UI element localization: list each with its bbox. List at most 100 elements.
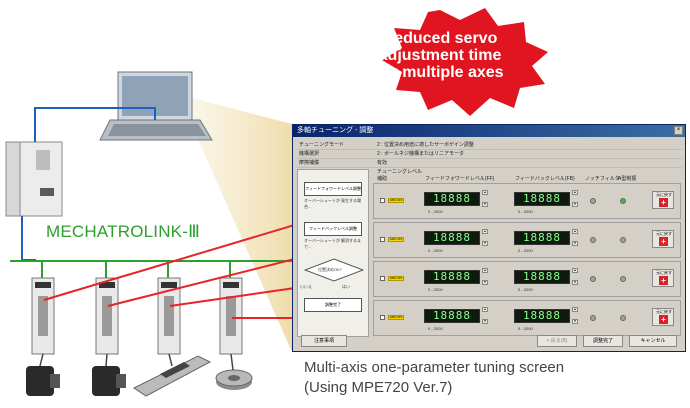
axis-4-fb-display: 18888 [514,309,570,323]
axis-2-checkbox[interactable] [380,237,385,242]
axis-3-ff-down-button[interactable]: ▼ [482,280,488,285]
screen-beam [180,95,292,352]
back-button[interactable]: < 戻る(B) [537,335,577,347]
notes-button[interactable]: 注意事項 [301,335,347,347]
axis-4-ff-up-button[interactable]: ▲ [482,307,488,312]
callout-starburst [382,8,548,116]
axis-3-ff-up-button[interactable]: ▲ [482,268,488,273]
anti-resonance-header: A型制振 [618,176,637,182]
axis-1-ff-range: 0 - 2000 [428,209,443,214]
servo-motor-2-icon [92,366,126,396]
axis-1-reset-button[interactable]: 元に戻す+ [652,191,674,209]
close-icon[interactable]: × [674,126,683,135]
callout-line-1: Reduced servo [382,30,498,47]
linear-motor-icon [133,355,212,397]
axis-2-ff-display: 18888 [424,231,480,245]
tuning-window: 多軸チューニング - 調整 × チューニングモード 2 : 位置決め用途に適したサ… [292,124,686,352]
plus-icon: + [659,315,668,324]
reset-label: 元に戻す [656,309,672,314]
axis-3-antires-lamp [620,276,626,282]
axis-2-fb-down-button[interactable]: ▼ [572,241,578,246]
info-key: 摩擦補償 [299,160,320,166]
servo-motor-1-icon [26,366,60,396]
flow-step-done: 調整完了 [304,298,362,312]
axis-2-tag: ABS OFF [388,237,404,242]
info-key: チューニングモード [299,142,345,148]
servo-amplifier-3 [157,277,181,355]
axis-4-antires-lamp [620,315,626,321]
axis-1-fb-range: 0 - 2000 [518,209,533,214]
flow-no: いいえ [300,284,312,289]
axis-4-notch-lamp [590,315,596,321]
axis-1-fb-down-button[interactable]: ▼ [572,202,578,207]
axis-3-ff-range: 0 - 2000 [428,287,443,292]
axis-2-antires-lamp [620,237,626,243]
cancel-button[interactable]: キャンセル [629,335,677,347]
axis-2-fb-range: 0 - 2000 [518,248,533,253]
axis-4-ff-display: 18888 [424,309,480,323]
info-row: 摩擦補償 有効 [297,159,682,168]
info-value: 2 : 位置決め用途に適したサーボゲイン調整 [377,142,474,148]
feedforward-header: フィードフォワードレベル(FF) [425,176,495,182]
finish-button[interactable]: 調整完了 [583,335,623,347]
flow-step-feedback: フィードバックレベル調整 [304,222,362,236]
axis-row-1: ABS OFF 18888 ▲ ▼ 0 - 2000 18888 ▲ ▼ 0 -… [373,183,681,219]
flow-note-1: オーバーシュートが 発生する場合... [304,198,361,209]
screen-caption: Multi-axis one-parameter tuning screen (… [304,358,564,398]
caption-line-2: (Using MPE720 Ver.7) [304,379,453,396]
axis-1-notch-lamp [590,198,596,204]
axis-2-ff-down-button[interactable]: ▼ [482,241,488,246]
controller-cable [21,216,36,261]
callout-line-2: adjustment time [378,47,502,64]
axis-4-ff-down-button[interactable]: ▼ [482,319,488,324]
axis-3-fb-up-button[interactable]: ▲ [572,268,578,273]
axis-row-2: ABS OFF 18888 ▲ ▼ 0 - 2000 18888 ▲ ▼ 0 -… [373,222,681,258]
callout-text: Reduced servo adjustment time for multip… [355,30,525,81]
reset-label: 元に戻す [656,231,672,236]
info-value: 有効 [377,160,388,166]
axis-4-fb-up-button[interactable]: ▲ [572,307,578,312]
axis-3-tag: ABS OFF [388,276,404,281]
axis-3-reset-button[interactable]: 元に戻す+ [652,269,674,287]
feedback-header: フィードバックレベル(FB) [515,176,575,182]
axis-4-reset-button[interactable]: 元に戻す+ [652,308,674,326]
controller-icon [5,141,63,217]
axis-1-checkbox[interactable] [380,198,385,203]
axis-3-fb-range: 0 - 2000 [518,287,533,292]
axis-1-fb-up-button[interactable]: ▲ [572,190,578,195]
axis-1-tag: ABS OFF [388,198,404,203]
axis-4-ff-range: 0 - 2000 [428,326,443,331]
axis-row-4: ABS OFF 18888 ▲ ▼ 0 - 2000 18888 ▲ ▼ 0 -… [373,300,681,336]
axis-2-ff-up-button[interactable]: ▲ [482,229,488,234]
flow-step-feedforward: フィードフォワードレベル調整 [304,182,362,196]
window-titlebar: 多軸チューニング - 調整 × [293,125,685,137]
info-key: 機構選択 [299,151,320,157]
flow-yes: はい [342,284,350,289]
enable-header: 補助 [377,176,388,182]
axis-4-checkbox[interactable] [380,315,385,320]
axis-3-fb-down-button[interactable]: ▼ [572,280,578,285]
axis-row-3: ABS OFF 18888 ▲ ▼ 0 - 2000 18888 ▲ ▼ 0 -… [373,261,681,297]
axis-1-ff-down-button[interactable]: ▼ [482,202,488,207]
direct-drive-motor-icon [215,369,253,390]
servo-amplifier-1 [31,277,55,355]
axis-4-tag: ABS OFF [388,315,404,320]
axis-1-fb-display: 18888 [514,192,570,206]
axis-2-fb-up-button[interactable]: ▲ [572,229,578,234]
axis-4-fb-down-button[interactable]: ▼ [572,319,578,324]
tuning-flowchart: フィードフォワードレベル調整 オーバーシュートが 発生する場合... フィードバ… [297,169,369,337]
axis-1-ff-up-button[interactable]: ▲ [482,190,488,195]
plus-icon: + [659,198,668,207]
servo-amplifier-2 [95,277,119,355]
axis-2-reset-button[interactable]: 元に戻す+ [652,230,674,248]
axis-3-fb-display: 18888 [514,270,570,284]
flow-decision-shape [304,258,364,282]
axis-2-ff-range: 0 - 2000 [428,248,443,253]
axis-2-notch-lamp [590,237,596,243]
callout-line-3: for multiple axes [376,64,504,81]
axis-1-ff-display: 18888 [424,192,480,206]
ethernet-cable [34,107,156,142]
axis-3-checkbox[interactable] [380,276,385,281]
